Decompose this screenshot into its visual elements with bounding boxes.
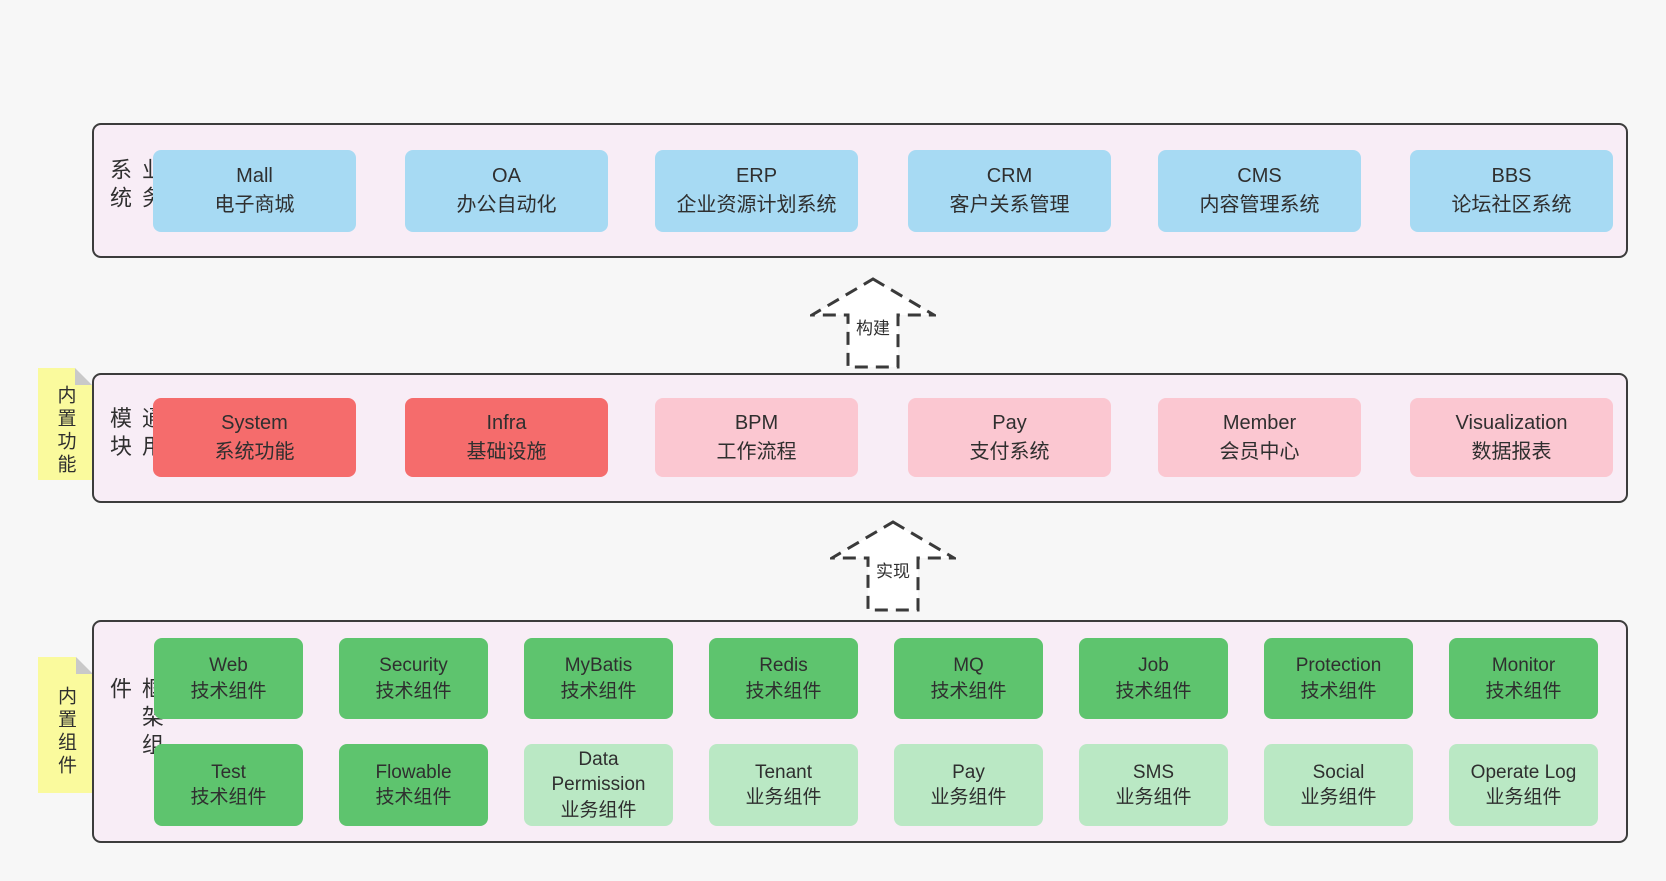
box-title: Job (1138, 655, 1169, 677)
box-title: Mall (236, 165, 273, 187)
box-title: Flowable (375, 761, 452, 783)
box-crm: CRM 客户关系管理 (908, 150, 1111, 232)
box-mall: Mall 电子商城 (153, 150, 356, 232)
box-title: MQ (953, 655, 984, 677)
panel-business-systems: 业务系统 Mall 电子商城 OA 办公自动化 ERP 企业资源计划系统 CRM… (92, 123, 1628, 258)
box-title: Web (209, 655, 248, 677)
box-subtitle: 业务组件 (930, 787, 1007, 808)
box-subtitle: 技术组件 (1485, 680, 1562, 702)
box-title: Infra (486, 411, 527, 434)
box-subtitle: 企业资源计划系统 (676, 194, 837, 216)
box-subtitle: 电子商城 (214, 194, 295, 216)
box-flowable: Flowable 技术组件 (339, 744, 488, 826)
box-web: Web 技术组件 (154, 638, 303, 719)
box-bbs: BBS 论坛社区系统 (1410, 150, 1613, 232)
box-infra: Infra 基础设施 (405, 398, 608, 477)
box-subtitle: 技术组件 (1300, 680, 1377, 702)
box-title: Member (1222, 411, 1297, 434)
box-title: MyBatis (564, 655, 633, 677)
box-visualization: Visualization 数据报表 (1410, 398, 1613, 477)
box-security: Security 技术组件 (339, 638, 488, 719)
box-subtitle: 客户关系管理 (949, 194, 1070, 216)
box-title: BPM (734, 411, 779, 434)
box-subtitle: 技术组件 (745, 680, 822, 702)
box-social: Social 业务组件 (1264, 744, 1413, 826)
box-title: Security (379, 655, 448, 677)
box-subtitle: 论坛社区系统 (1451, 194, 1572, 216)
box-subtitle: 业务组件 (1485, 787, 1562, 808)
box-subtitle: 业务组件 (1115, 787, 1192, 808)
box-title: CMS (1237, 165, 1282, 187)
folded-corner-icon (75, 368, 92, 385)
sticky-note-text: 内置功能 (54, 385, 76, 477)
box-subtitle: 技术组件 (190, 680, 267, 702)
box-member: Member 会员中心 (1158, 398, 1361, 477)
box-subtitle: 内容管理系统 (1199, 194, 1320, 216)
box-title: Pay (992, 411, 1027, 434)
box-subtitle: 系统功能 (214, 440, 295, 463)
sticky-note-text: 内置组件 (55, 686, 76, 778)
arrow-up-implement: 实现 (830, 520, 956, 612)
panel-common-modules: 通用模块 System 系统功能 Infra 基础设施 BPM 工作流程 Pay… (92, 373, 1628, 503)
box-oa: OA 办公自动化 (405, 150, 608, 232)
box-title: OA (492, 165, 521, 187)
box-subtitle: 技术组件 (560, 680, 637, 702)
box-test: Test 技术组件 (154, 744, 303, 826)
box-title: BBS (1491, 165, 1532, 187)
box-subtitle: 技术组件 (190, 787, 267, 808)
box-title: Pay (952, 761, 985, 783)
box-title: SMS (1132, 761, 1175, 783)
box-erp: ERP 企业资源计划系统 (655, 150, 858, 232)
box-title: Tenant (754, 761, 813, 783)
box-subtitle: 办公自动化 (456, 194, 557, 216)
box-title: Monitor (1491, 655, 1556, 677)
box-title: System (221, 411, 288, 434)
folded-corner-icon (76, 657, 93, 674)
box-subtitle: 业务组件 (560, 799, 637, 821)
box-tenant: Tenant 业务组件 (709, 744, 858, 826)
box-subtitle: 业务组件 (1300, 787, 1377, 808)
box-cms: CMS 内容管理系统 (1158, 150, 1361, 232)
box-title: Social (1312, 761, 1365, 783)
box-title: Protection (1295, 655, 1382, 677)
box-operate-log: Operate Log 业务组件 (1449, 744, 1598, 826)
box-subtitle: 技术组件 (375, 680, 452, 702)
box-subtitle: 支付系统 (969, 440, 1050, 463)
panel-framework-components: 框架组件 Web 技术组件 Security 技术组件 MyBatis 技术组件… (92, 620, 1628, 843)
box-title: Redis (759, 655, 808, 677)
box-mybatis: MyBatis 技术组件 (524, 638, 673, 719)
box-redis: Redis 技术组件 (709, 638, 858, 719)
sticky-note-built-in-components: 内置组件 (38, 657, 93, 793)
box-system: System 系统功能 (153, 398, 356, 477)
box-subtitle: 业务组件 (745, 787, 822, 808)
box-monitor: Monitor 技术组件 (1449, 638, 1598, 719)
box-protection: Protection 技术组件 (1264, 638, 1413, 719)
box-subtitle: 基础设施 (466, 440, 547, 463)
box-title: Data Permission (551, 749, 646, 796)
box-pay: Pay 支付系统 (908, 398, 1111, 477)
box-subtitle: 会员中心 (1219, 440, 1300, 463)
box-subtitle: 工作流程 (716, 440, 797, 463)
box-title: ERP (735, 165, 778, 187)
box-mq: MQ 技术组件 (894, 638, 1043, 719)
box-title: Operate Log (1470, 761, 1577, 783)
box-subtitle: 技术组件 (375, 787, 452, 808)
box-pay-component: Pay 业务组件 (894, 744, 1043, 826)
box-title: CRM (986, 165, 1033, 187)
arrow-label: 构建 (852, 314, 894, 339)
box-subtitle: 技术组件 (1115, 680, 1192, 702)
box-subtitle: 数据报表 (1471, 440, 1552, 463)
box-subtitle: 技术组件 (930, 680, 1007, 702)
box-sms: SMS 业务组件 (1079, 744, 1228, 826)
box-data-permission: Data Permission 业务组件 (524, 744, 673, 826)
arrow-label: 实现 (872, 557, 914, 582)
arrow-up-build: 构建 (810, 277, 936, 369)
sticky-note-built-in-functions: 内置功能 (38, 368, 92, 480)
box-title: Test (211, 761, 246, 783)
box-job: Job 技术组件 (1079, 638, 1228, 719)
box-title: Visualization (1455, 411, 1568, 434)
box-bpm: BPM 工作流程 (655, 398, 858, 477)
